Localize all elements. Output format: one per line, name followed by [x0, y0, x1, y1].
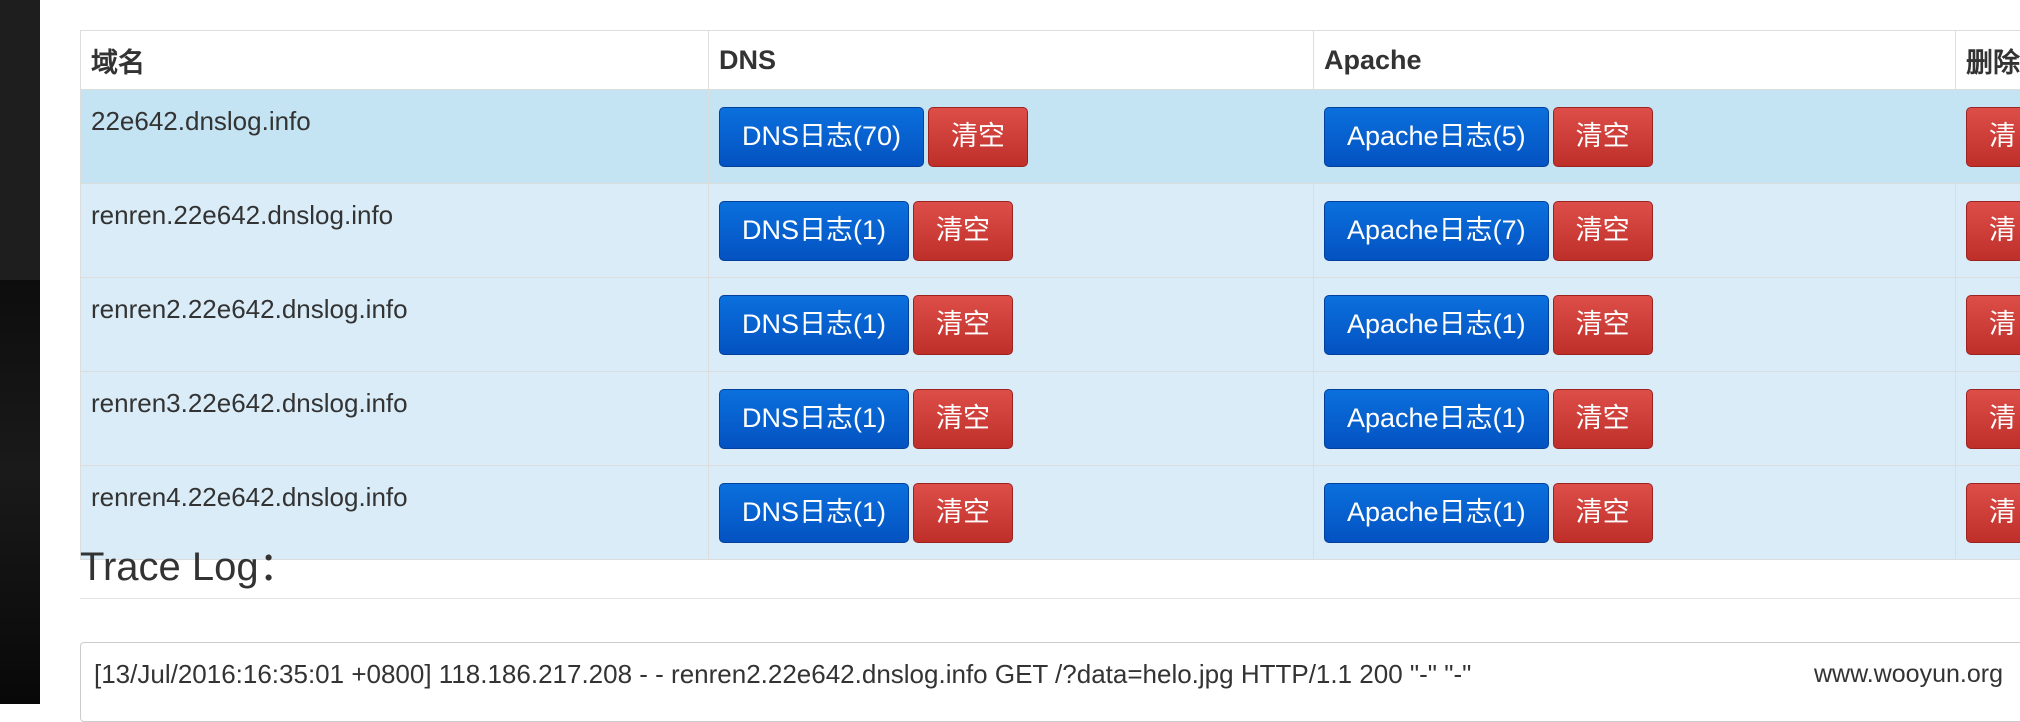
domain-table: 域名 DNS Apache 删除 22e642.dnslog.info DNS日…: [80, 30, 2020, 560]
apache-clear-button[interactable]: 清空: [1553, 107, 1653, 167]
apache-cell: Apache日志(7)清空: [1314, 184, 1956, 278]
dns-cell: DNS日志(70)清空: [709, 90, 1314, 184]
table-header-row: 域名 DNS Apache 删除: [81, 31, 2020, 90]
domain-cell: renren.22e642.dnslog.info: [81, 184, 709, 278]
dns-cell: DNS日志(1)清空: [709, 372, 1314, 466]
apache-clear-button[interactable]: 清空: [1553, 483, 1653, 543]
left-strip-upper: [0, 0, 40, 280]
apache-cell: Apache日志(1)清空: [1314, 466, 1956, 560]
dns-log-button[interactable]: DNS日志(1): [719, 201, 909, 261]
apache-clear-button[interactable]: 清空: [1553, 389, 1653, 449]
apache-log-button[interactable]: Apache日志(1): [1324, 483, 1549, 543]
dns-clear-button[interactable]: 清空: [913, 201, 1013, 261]
trace-log-box[interactable]: [13/Jul/2016:16:35:01 +0800] 118.186.217…: [80, 642, 2020, 722]
dns-log-button[interactable]: DNS日志(1): [719, 295, 909, 355]
domain-cell: renren2.22e642.dnslog.info: [81, 278, 709, 372]
dns-log-button[interactable]: DNS日志(1): [719, 389, 909, 449]
watermark: www.wooyun.org: [1814, 660, 2003, 689]
delete-cell: 清: [1956, 278, 2020, 372]
table-row: renren.22e642.dnslog.info DNS日志(1)清空 Apa…: [81, 184, 2020, 278]
domain-cell: renren3.22e642.dnslog.info: [81, 372, 709, 466]
header-dns: DNS: [709, 31, 1314, 90]
apache-log-button[interactable]: Apache日志(1): [1324, 295, 1549, 355]
left-background-strip: [0, 0, 40, 704]
delete-button[interactable]: 清: [1966, 295, 2020, 355]
header-delete: 删除: [1956, 31, 2020, 90]
dns-log-button[interactable]: DNS日志(1): [719, 483, 909, 543]
dns-cell: DNS日志(1)清空: [709, 184, 1314, 278]
apache-cell: Apache日志(1)清空: [1314, 278, 1956, 372]
delete-cell: 清: [1956, 90, 2020, 184]
apache-log-button[interactable]: Apache日志(1): [1324, 389, 1549, 449]
delete-cell: 清: [1956, 372, 2020, 466]
table-row: 22e642.dnslog.info DNS日志(70)清空 Apache日志(…: [81, 90, 2020, 184]
apache-cell: Apache日志(5)清空: [1314, 90, 1956, 184]
delete-button[interactable]: 清: [1966, 483, 2020, 543]
left-strip-lower: [0, 280, 40, 704]
table-row: renren3.22e642.dnslog.info DNS日志(1)清空 Ap…: [81, 372, 2020, 466]
apache-log-button[interactable]: Apache日志(7): [1324, 201, 1549, 261]
domain-cell: 22e642.dnslog.info: [81, 90, 709, 184]
delete-button[interactable]: 清: [1966, 389, 2020, 449]
trace-divider: [80, 598, 2020, 599]
apache-clear-button[interactable]: 清空: [1553, 201, 1653, 261]
delete-button[interactable]: 清: [1966, 107, 2020, 167]
apache-cell: Apache日志(1)清空: [1314, 372, 1956, 466]
dns-cell: DNS日志(1)清空: [709, 466, 1314, 560]
header-apache: Apache: [1314, 31, 1956, 90]
apache-clear-button[interactable]: 清空: [1553, 295, 1653, 355]
delete-cell: 清: [1956, 466, 2020, 560]
dns-log-button[interactable]: DNS日志(70): [719, 107, 924, 167]
table-row: renren4.22e642.dnslog.info DNS日志(1)清空 Ap…: [81, 466, 2020, 560]
trace-log-entry: [13/Jul/2016:16:35:01 +0800] 118.186.217…: [94, 659, 1471, 690]
dns-clear-button[interactable]: 清空: [913, 389, 1013, 449]
delete-button[interactable]: 清: [1966, 201, 2020, 261]
dns-clear-button[interactable]: 清空: [913, 295, 1013, 355]
delete-cell: 清: [1956, 184, 2020, 278]
dns-cell: DNS日志(1)清空: [709, 278, 1314, 372]
header-domain: 域名: [81, 31, 709, 90]
dns-clear-button[interactable]: 清空: [913, 483, 1013, 543]
trace-log-title: Trace Log：: [80, 534, 299, 592]
apache-log-button[interactable]: Apache日志(5): [1324, 107, 1549, 167]
table-row: renren2.22e642.dnslog.info DNS日志(1)清空 Ap…: [81, 278, 2020, 372]
dns-clear-button[interactable]: 清空: [928, 107, 1028, 167]
